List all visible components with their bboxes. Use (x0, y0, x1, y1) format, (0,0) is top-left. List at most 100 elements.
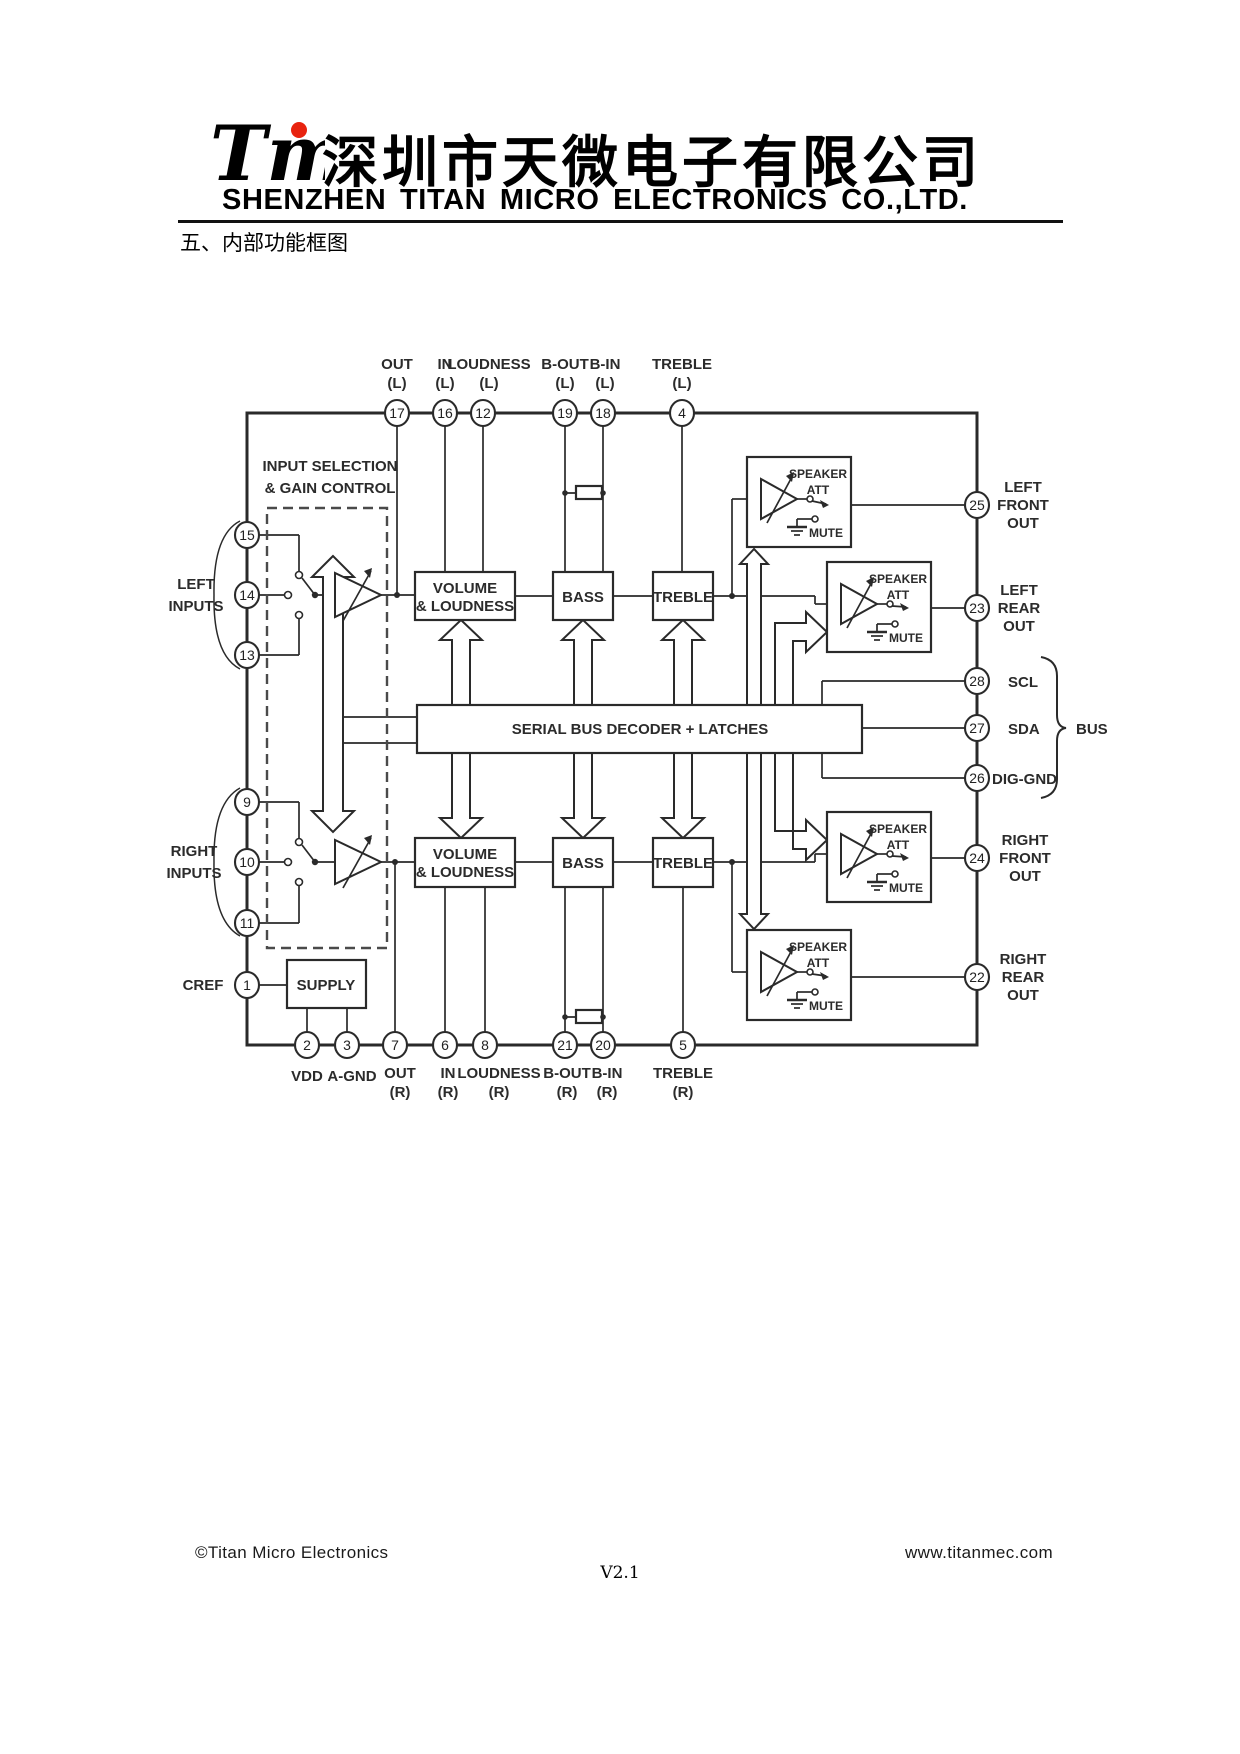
pin-right-24: 24 RIGHT FRONT OUT (963, 832, 1051, 885)
pin-right-22: 22 RIGHT REAR OUT (963, 951, 1047, 1004)
arrow-down-treble-r-icon (659, 752, 707, 840)
pin-top-12: LOUDNESS (L) 12 (447, 356, 531, 428)
left-inputs-label-2: INPUTS (168, 598, 223, 615)
left-inputs-brace (213, 520, 241, 670)
svg-text:RIGHT: RIGHT (1000, 951, 1047, 968)
pin-left-10: 10 (233, 847, 261, 877)
svg-text:ATT: ATT (887, 838, 910, 852)
svg-text:25: 25 (969, 497, 985, 513)
volume-loudness-l-block: VOLUME & LOUDNESS (413, 570, 517, 622)
pin-right-28: 28 SCL (963, 666, 1038, 696)
cref-label: CREF (183, 977, 224, 994)
svg-text:4: 4 (678, 405, 686, 421)
pin-top-19: B-OUT (L) 19 (541, 356, 589, 428)
pin-top-17: OUT (L) 17 (381, 356, 413, 428)
arrow-bent-right-front-icon (774, 752, 829, 863)
logo-red-dot-icon (291, 122, 307, 138)
svg-text:21: 21 (557, 1037, 573, 1053)
footer-version: V2.1 (600, 1563, 640, 1583)
svg-text:B-IN: B-IN (590, 356, 621, 373)
svg-text:15: 15 (239, 527, 255, 543)
resistor-icon (574, 1008, 604, 1025)
internal-function-block-diagram: VOLUME & LOUDNESS BASS TREBLE SERIAL BUS… (166, 356, 1108, 1101)
right-inputs-label-1: RIGHT (171, 843, 218, 860)
left-inputs-label-1: LEFT (177, 576, 215, 593)
att-amplifier-icon (840, 832, 880, 876)
svg-text:17: 17 (389, 405, 405, 421)
svg-text:RIGHT: RIGHT (1002, 832, 1049, 849)
svg-text:12: 12 (475, 405, 491, 421)
pin-bottom-8: 8 LOUDNESS (R) (457, 1030, 541, 1101)
svg-text:MUTE: MUTE (889, 631, 923, 645)
att-amplifier-icon (760, 477, 800, 521)
svg-text:27: 27 (969, 720, 985, 736)
treble-l-block: TREBLE (651, 570, 715, 622)
pin-left-14: 14 (233, 580, 261, 610)
svg-text:8: 8 (481, 1037, 489, 1053)
switch-arrow-icon (820, 972, 829, 980)
att-amplifier-icon (840, 582, 880, 626)
footer-website: www.titanmec.com (905, 1543, 1054, 1562)
svg-text:& LOUDNESS: & LOUDNESS (416, 598, 514, 615)
arrow-down-bass-r-icon (559, 752, 607, 840)
svg-text:SERIAL BUS DECODER + LATCHES: SERIAL BUS DECODER + LATCHES (512, 721, 769, 738)
svg-text:OUT: OUT (381, 356, 413, 373)
svg-text:TREBLE: TREBLE (653, 855, 713, 872)
bass-l-block: BASS (551, 570, 615, 622)
pin-top-18: B-IN (L) 18 (590, 356, 621, 428)
input-selection-label-2: & GAIN CONTROL (265, 480, 396, 497)
svg-text:IN: IN (441, 1065, 456, 1082)
pin-bottom-20: 20 B-IN (R) (589, 1030, 623, 1101)
pin-left-15: 15 (233, 520, 261, 550)
header-divider (178, 220, 1063, 223)
pin-right-23: 23 LEFT REAR OUT (963, 582, 1040, 635)
arrow-up-bass-l-icon (559, 618, 607, 706)
input-selection-label-1: INPUT SELECTION (262, 458, 397, 475)
company-name-chinese: 深圳市天微电子有限公司 (322, 130, 982, 196)
pin-right-26: 26 DIG-GND (963, 763, 1057, 793)
pin-left-9: 9 (233, 787, 261, 817)
right-input-selector-switch (283, 837, 319, 887)
svg-text:24: 24 (969, 850, 985, 866)
switch-arrow-icon (900, 853, 909, 861)
svg-text:SPEAKER: SPEAKER (869, 822, 927, 836)
svg-text:OUT: OUT (1007, 515, 1039, 532)
svg-text:ATT: ATT (807, 483, 830, 497)
arrow-up-treble-l-icon (659, 618, 707, 706)
pin-right-27: 27 SDA (963, 713, 1040, 743)
resistor-bridge-left (562, 484, 606, 501)
svg-text:FRONT: FRONT (997, 497, 1049, 514)
junction-dots (392, 592, 735, 865)
svg-text:B-OUT: B-OUT (541, 356, 589, 373)
svg-text:REAR: REAR (1002, 969, 1045, 986)
svg-text:& LOUDNESS: & LOUDNESS (416, 864, 514, 881)
svg-text:(L): (L) (479, 375, 498, 392)
pin-top-4: TREBLE (L) 4 (652, 356, 712, 428)
company-name-english: SHENZHEN TITAN MICRO ELECTRONICS CO.,LTD… (222, 184, 968, 216)
company-logo: Tm (210, 116, 325, 198)
pin-bottom-21: 21 B-OUT (R) (543, 1030, 591, 1101)
svg-text:6: 6 (441, 1037, 449, 1053)
volume-loudness-r-block: VOLUME & LOUDNESS (413, 836, 517, 889)
ground-icon (787, 998, 807, 1009)
svg-text:9: 9 (243, 794, 251, 810)
svg-text:TREBLE: TREBLE (653, 1065, 713, 1082)
svg-text:(R): (R) (597, 1084, 618, 1101)
svg-text:1: 1 (243, 977, 251, 993)
right-gain-amplifier-icon (334, 835, 384, 889)
left-gain-amplifier-icon (334, 568, 384, 622)
svg-text:DIG-GND: DIG-GND (992, 771, 1057, 788)
svg-text:(R): (R) (673, 1084, 694, 1101)
bus-label: BUS (1076, 721, 1108, 738)
arrow-up-volume-l-icon (437, 618, 485, 706)
svg-text:B-IN: B-IN (592, 1065, 623, 1082)
svg-text:23: 23 (969, 600, 985, 616)
svg-text:5: 5 (679, 1037, 687, 1053)
svg-text:ATT: ATT (807, 956, 830, 970)
svg-text:22: 22 (969, 969, 985, 985)
left-input-selector-switch (283, 570, 319, 620)
svg-text:SPEAKER: SPEAKER (789, 940, 847, 954)
svg-text:VDD: VDD (291, 1068, 323, 1085)
pin-bottom-5: 5 TREBLE (R) (653, 1030, 713, 1101)
svg-text:14: 14 (239, 587, 255, 603)
